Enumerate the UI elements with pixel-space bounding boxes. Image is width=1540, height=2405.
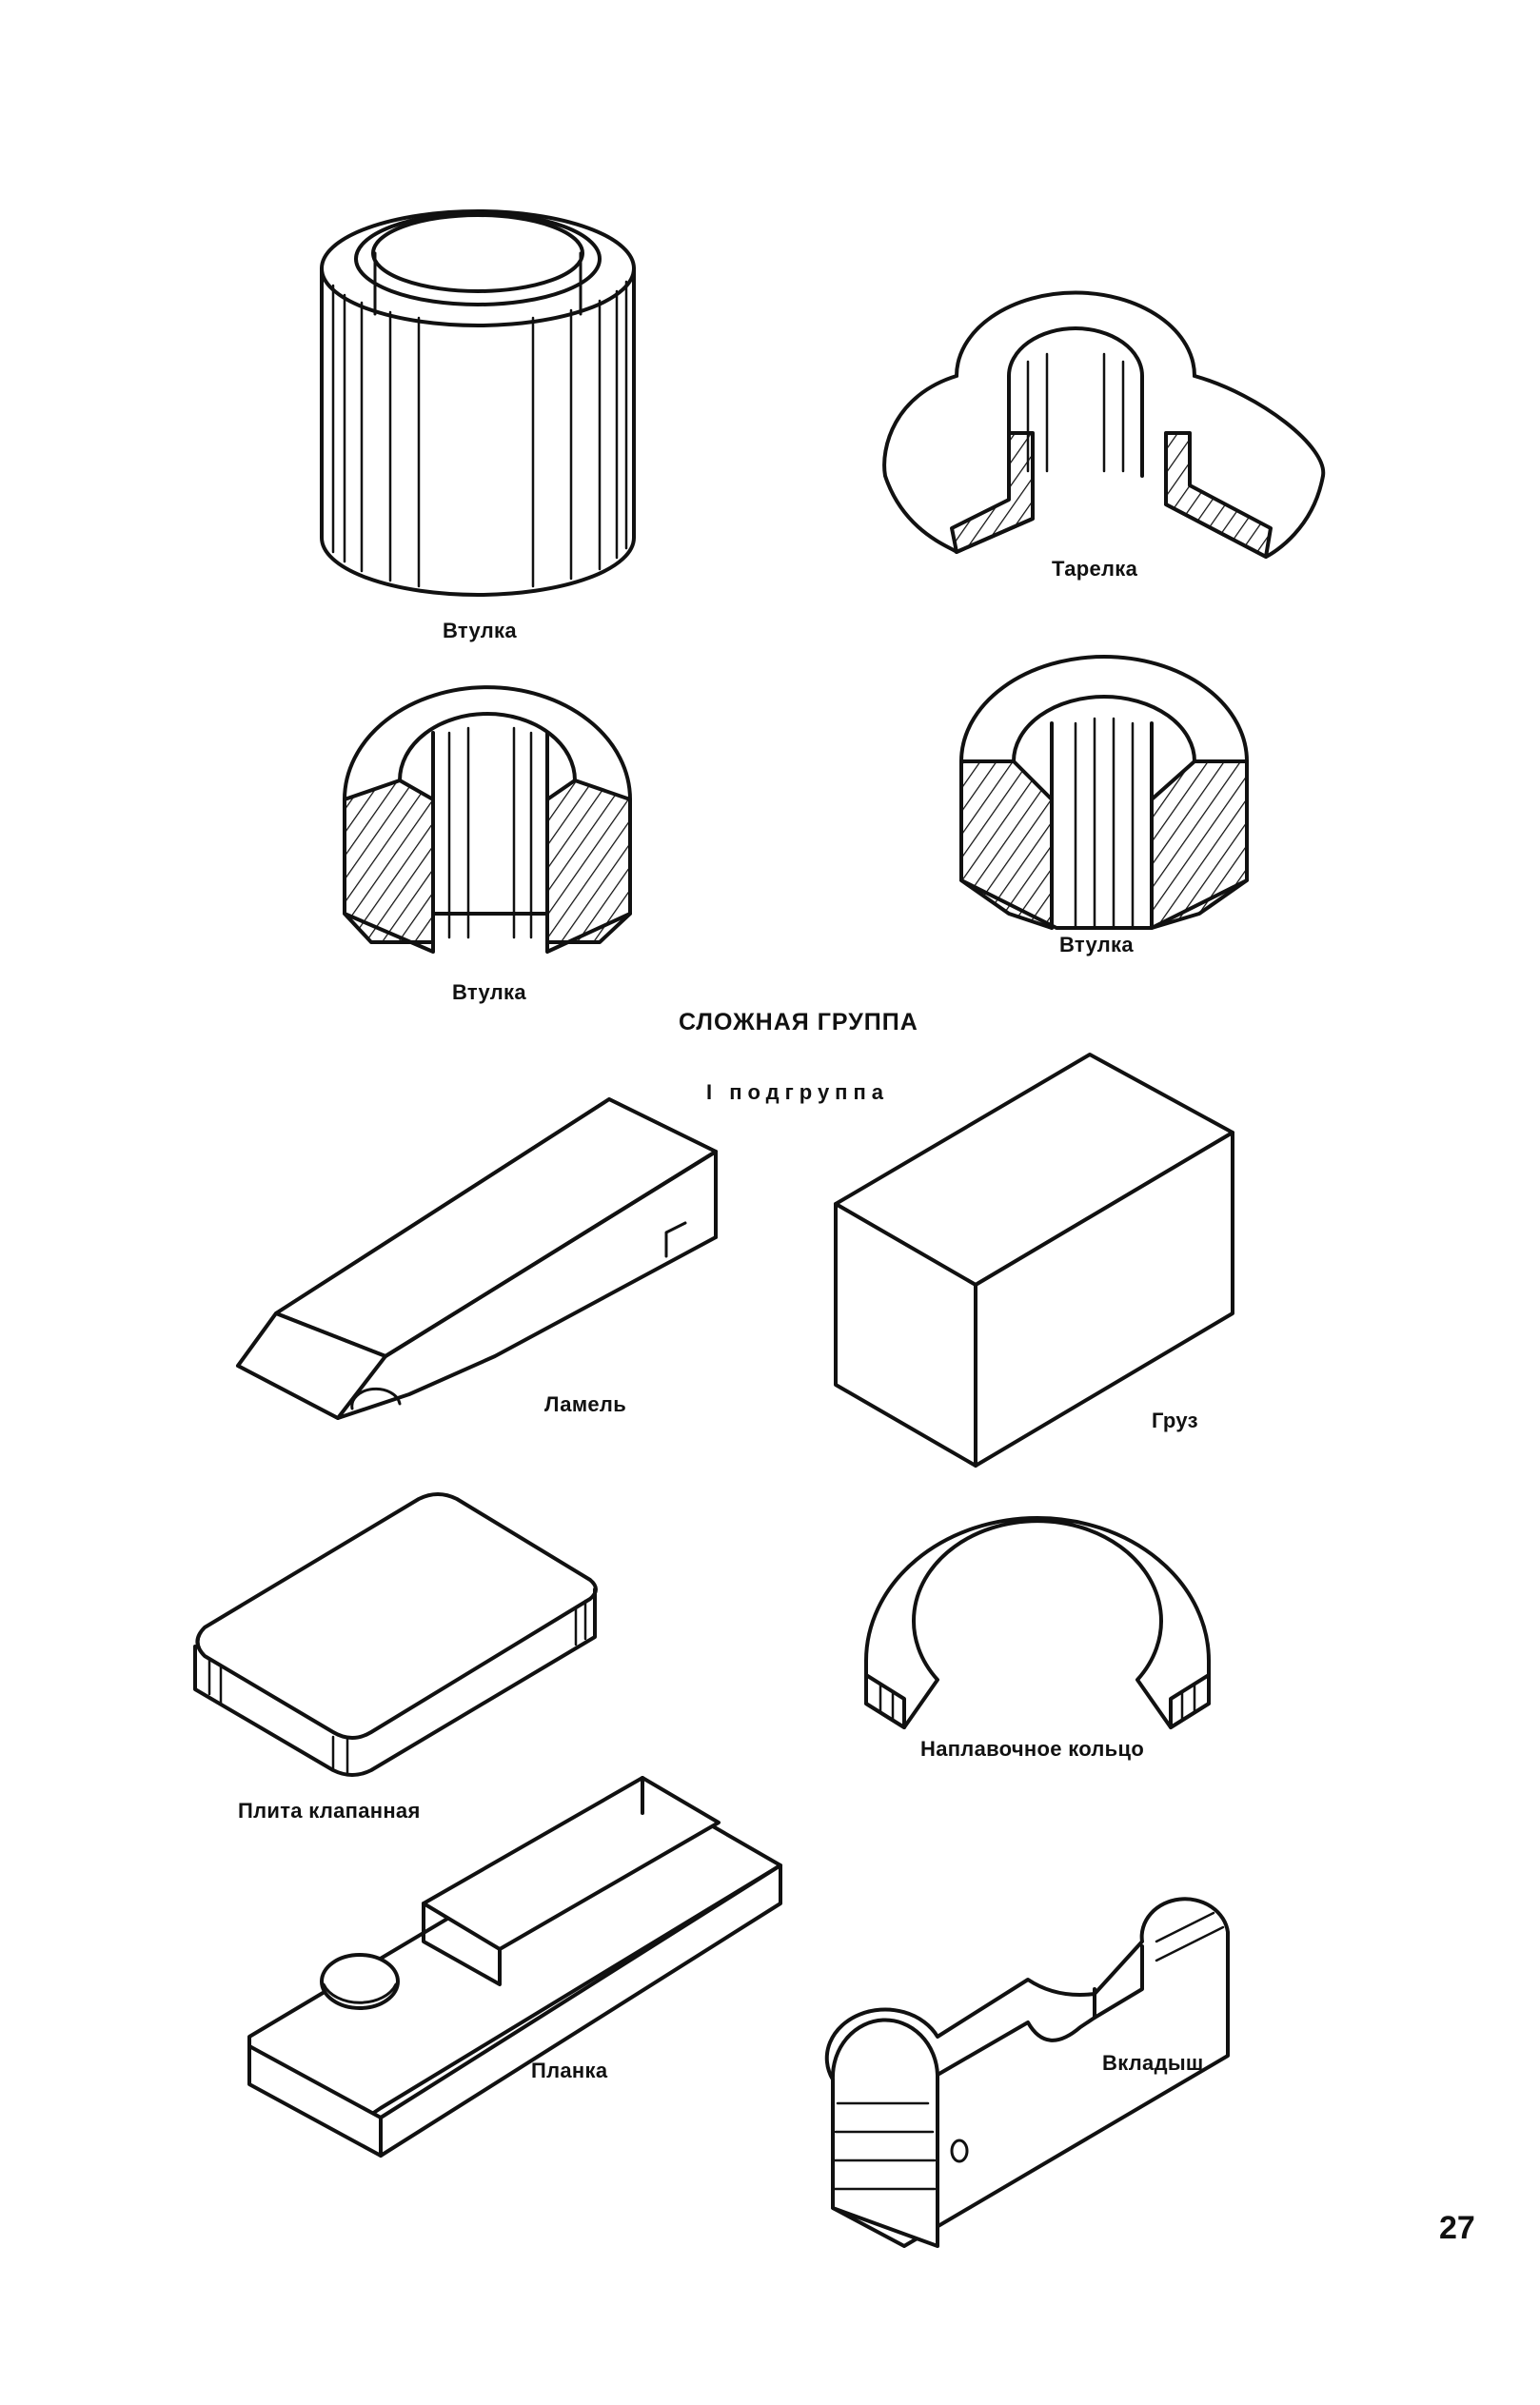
rounded-slab-drawing — [193, 1492, 598, 1777]
figure-label-bushing-2: Втулка — [452, 980, 526, 1004]
section-subheading: I подгруппа — [706, 1080, 889, 1104]
page-number: 27 — [1439, 2210, 1475, 2246]
figure-label-valve-plate: Плита клапанная — [238, 1799, 421, 1823]
figure-label-bushing-1: Втулка — [443, 619, 517, 642]
flanged-bushing-drawing — [343, 685, 632, 954]
figure-label-insert: Вкладыш — [1102, 2051, 1204, 2075]
lamella-bar-drawing — [236, 1097, 718, 1420]
section-heading: СЛОЖНАЯ ГРУППА — [679, 1009, 918, 1035]
dish-cutaway-drawing — [882, 290, 1326, 559]
split-ring-drawing — [864, 1516, 1211, 1729]
figure-label-weld-ring: Наплавочное кольцо — [920, 1737, 1145, 1761]
slotted-plate-drawing — [247, 1776, 782, 2158]
bushing-cylinder-drawing — [320, 209, 636, 597]
figure-label-plate-dish: Тарелка — [1052, 557, 1138, 581]
figure-label-lamel: Ламель — [544, 1392, 627, 1416]
insert-block-drawing — [824, 1897, 1230, 2248]
figure-label-strip: Планка — [531, 2059, 608, 2082]
figure-label-weight: Груз — [1152, 1409, 1198, 1432]
weight-block-drawing — [834, 1053, 1234, 1468]
figure-label-bushing-3: Втулка — [1059, 933, 1134, 956]
stepped-bushing-drawing — [959, 655, 1249, 930]
